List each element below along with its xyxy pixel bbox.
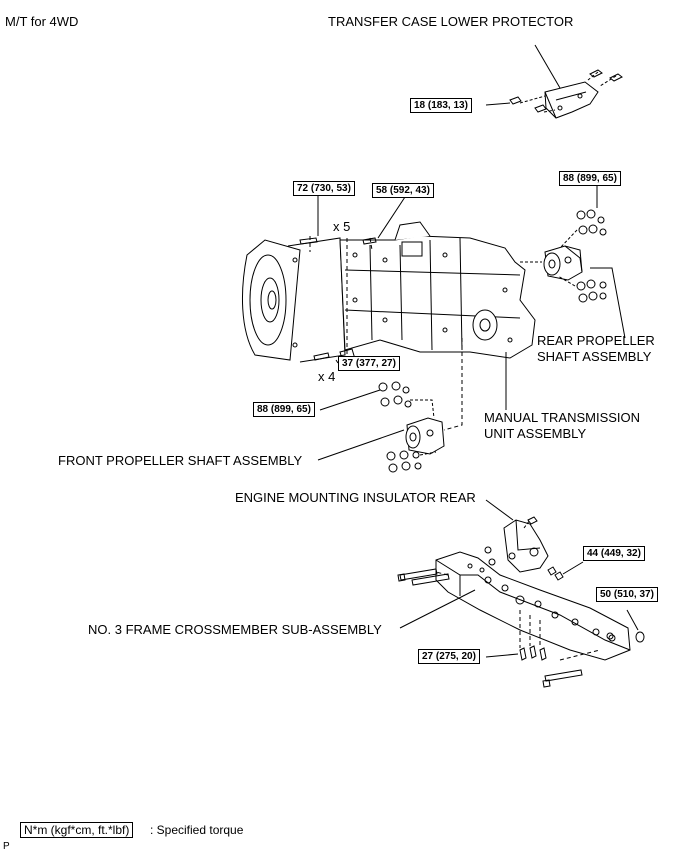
front-propeller-shaft-part (405, 417, 445, 455)
manual-transmission-part (242, 221, 536, 363)
torque-front-propeller-nut: 88 (899, 65) (253, 402, 315, 417)
label-rear-propeller-line1: REAR PROPELLER (537, 333, 655, 348)
engine-mounting-insulator-part (503, 516, 549, 573)
label-manual-transmission-line2: UNIT ASSEMBLY (484, 426, 587, 441)
page-title: M/T for 4WD (5, 14, 79, 29)
rear-propeller-nuts (520, 209, 607, 303)
legend-unit-box: N*m (kgf*cm, ft.*lbf) (20, 822, 134, 838)
torque-bellhousing-bolt: 72 (730, 53) (293, 181, 355, 196)
torque-insulator-bolt: 44 (449, 32) (583, 546, 645, 561)
label-frame-crossmember: NO. 3 FRAME CROSSMEMBER SUB-ASSEMBLY (88, 622, 382, 637)
torque-lower-bolt: 37 (377, 27) (338, 356, 400, 371)
label-manual-transmission-line1: MANUAL TRANSMISSION (484, 410, 641, 425)
transfer-case-lower-protector-part (509, 69, 623, 119)
torque-protector-bolt: 18 (183, 13) (410, 98, 472, 113)
quantity-x5: x 5 (333, 219, 351, 234)
legend-description: : Specified torque (150, 823, 244, 837)
label-engine-mounting-insulator: ENGINE MOUNTING INSULATOR REAR (235, 490, 476, 505)
torque-crossmember-nut: 50 (510, 37) (596, 587, 658, 602)
torque-rear-propeller-nut: 88 (899, 65) (559, 171, 621, 186)
front-propeller-nuts (378, 338, 463, 473)
label-rear-propeller-line2: SHAFT ASSEMBLY (537, 349, 652, 364)
torque-transfer-bolt: 58 (592, 43) (372, 183, 434, 198)
label-front-propeller-shaft: FRONT PROPELLER SHAFT ASSEMBLY (58, 453, 303, 468)
footer-code: P (3, 841, 10, 852)
label-transfer-case-lower-protector: TRANSFER CASE LOWER PROTECTOR (328, 14, 574, 29)
torque-crossmember-bolt: 27 (275, 20) (418, 649, 480, 664)
rear-propeller-shaft-part (543, 245, 583, 281)
quantity-x4: x 4 (318, 369, 336, 384)
